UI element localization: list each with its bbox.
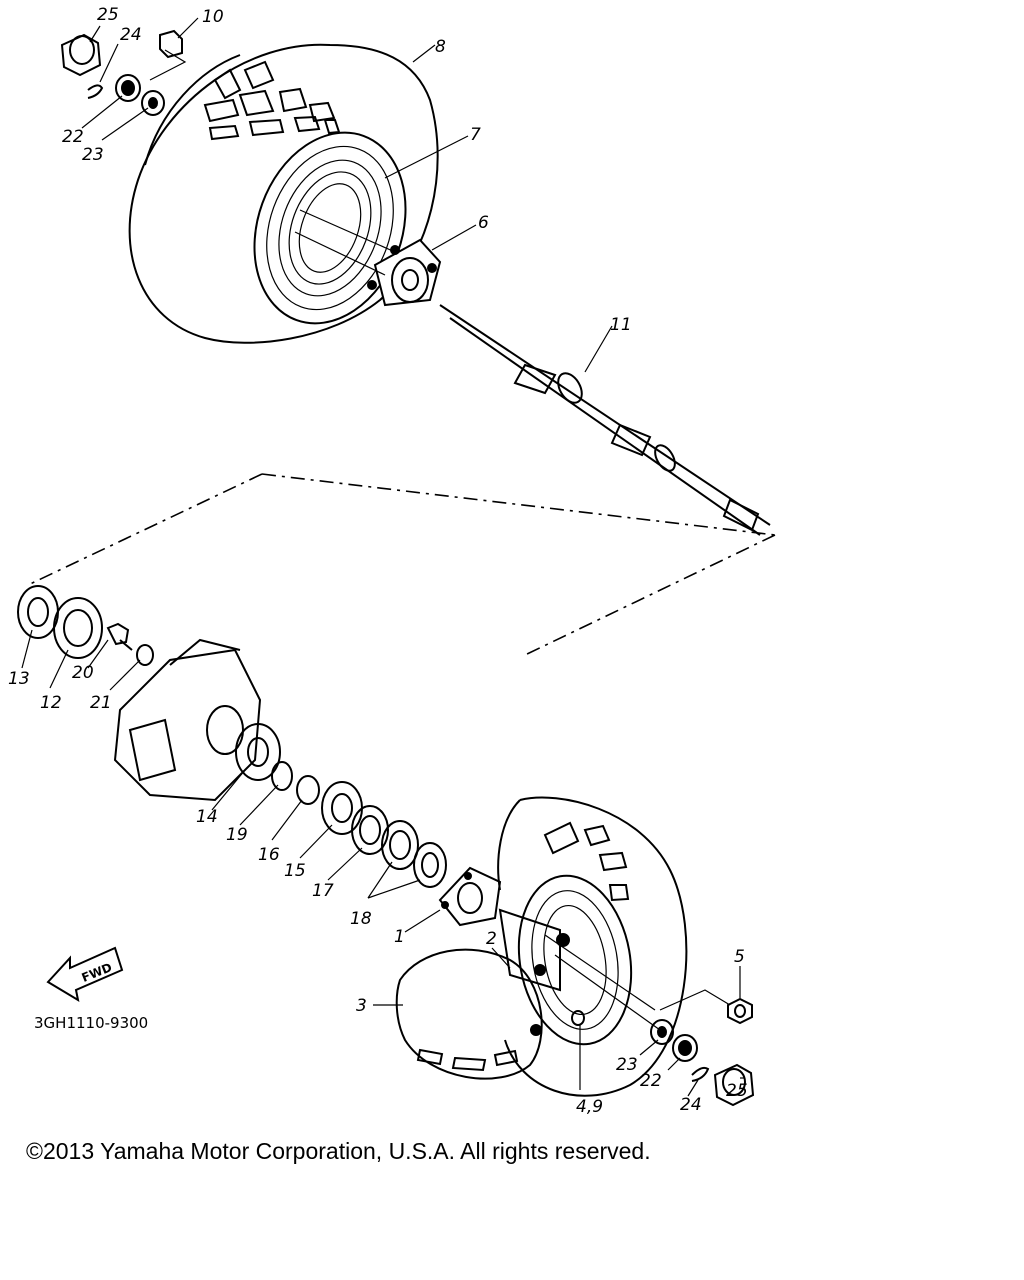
- callout-25-bottom: 25: [726, 1081, 748, 1101]
- bottom-nut-5: [727, 997, 753, 1025]
- callout-24-top: 24: [120, 25, 142, 45]
- bottom-rim: [498, 874, 633, 1046]
- leader-lines: [21, 17, 745, 1097]
- callout-5: 5: [734, 947, 745, 967]
- fwd-arrow-icon: FWD: [46, 946, 124, 1003]
- callout-2: 2: [486, 929, 497, 949]
- callout-15: 15: [284, 861, 306, 881]
- callout-17: 17: [312, 881, 334, 901]
- top-castle-nut-22: [115, 74, 141, 102]
- callout-23-bottom: 23: [616, 1055, 638, 1075]
- callout-19: 19: [226, 825, 248, 845]
- top-hub: [367, 238, 442, 307]
- circlip-19: [271, 761, 293, 791]
- oil-seal-17: [351, 805, 389, 855]
- top-cotter-pin-24: [87, 84, 104, 99]
- callout-10: 10: [202, 7, 224, 27]
- callout-7: 7: [470, 125, 481, 145]
- bearing-14: [235, 723, 281, 781]
- top-axle-nut-25: [60, 33, 102, 77]
- rear-axle: [439, 304, 771, 536]
- callout-22-top: 22: [62, 127, 84, 147]
- top-washer-23: [141, 90, 165, 116]
- callout-14: 14: [196, 807, 218, 827]
- callout-21: 21: [90, 693, 112, 713]
- bottom-axle-nut-25: [713, 1063, 755, 1107]
- callout-18: 18: [350, 909, 372, 929]
- callout-12: 12: [40, 693, 62, 713]
- callout-1: 1: [394, 927, 405, 947]
- bolt-20: [106, 622, 133, 651]
- callout-11: 11: [610, 315, 632, 335]
- top-rim: [253, 131, 407, 325]
- collar-16: [296, 775, 320, 805]
- callout-24-bottom: 24: [680, 1095, 702, 1115]
- oil-seals-18: [381, 820, 447, 888]
- top-tire: [128, 43, 439, 344]
- bottom-washer-23: [650, 1019, 674, 1045]
- wheel-bolts-4-9: [571, 1010, 585, 1026]
- callout-4-9: 4,9: [576, 1097, 603, 1117]
- callout-23-top: 23: [82, 145, 104, 165]
- bottom-castle-nut-22: [672, 1034, 698, 1062]
- callout-6: 6: [478, 213, 489, 233]
- callout-8: 8: [435, 37, 446, 57]
- bottom-tire: [395, 796, 688, 1097]
- callout-3: 3: [356, 996, 367, 1016]
- callout-16: 16: [258, 845, 280, 865]
- bearing-15: [321, 781, 363, 835]
- callout-20: 20: [72, 663, 94, 683]
- top-spacer-10: [159, 29, 183, 59]
- bottom-cotter-pin-24: [691, 1066, 710, 1082]
- oil-seal-13: [17, 585, 59, 639]
- copyright-notice: ©2013 Yamaha Motor Corporation, U.S.A. A…: [26, 1138, 651, 1164]
- callout-25-top: 25: [97, 5, 119, 25]
- callout-labels: 25 24 10 8 22 23 7 6 11 13 20 12 21 14 1…: [8, 5, 748, 1117]
- callout-13: 13: [8, 669, 30, 689]
- diagram-code: 3GH1110-9300: [34, 1014, 148, 1032]
- callout-22-bottom: 22: [640, 1071, 662, 1091]
- bottom-hub: [438, 866, 502, 927]
- washer-21: [136, 644, 154, 666]
- bearing-12: [53, 597, 103, 659]
